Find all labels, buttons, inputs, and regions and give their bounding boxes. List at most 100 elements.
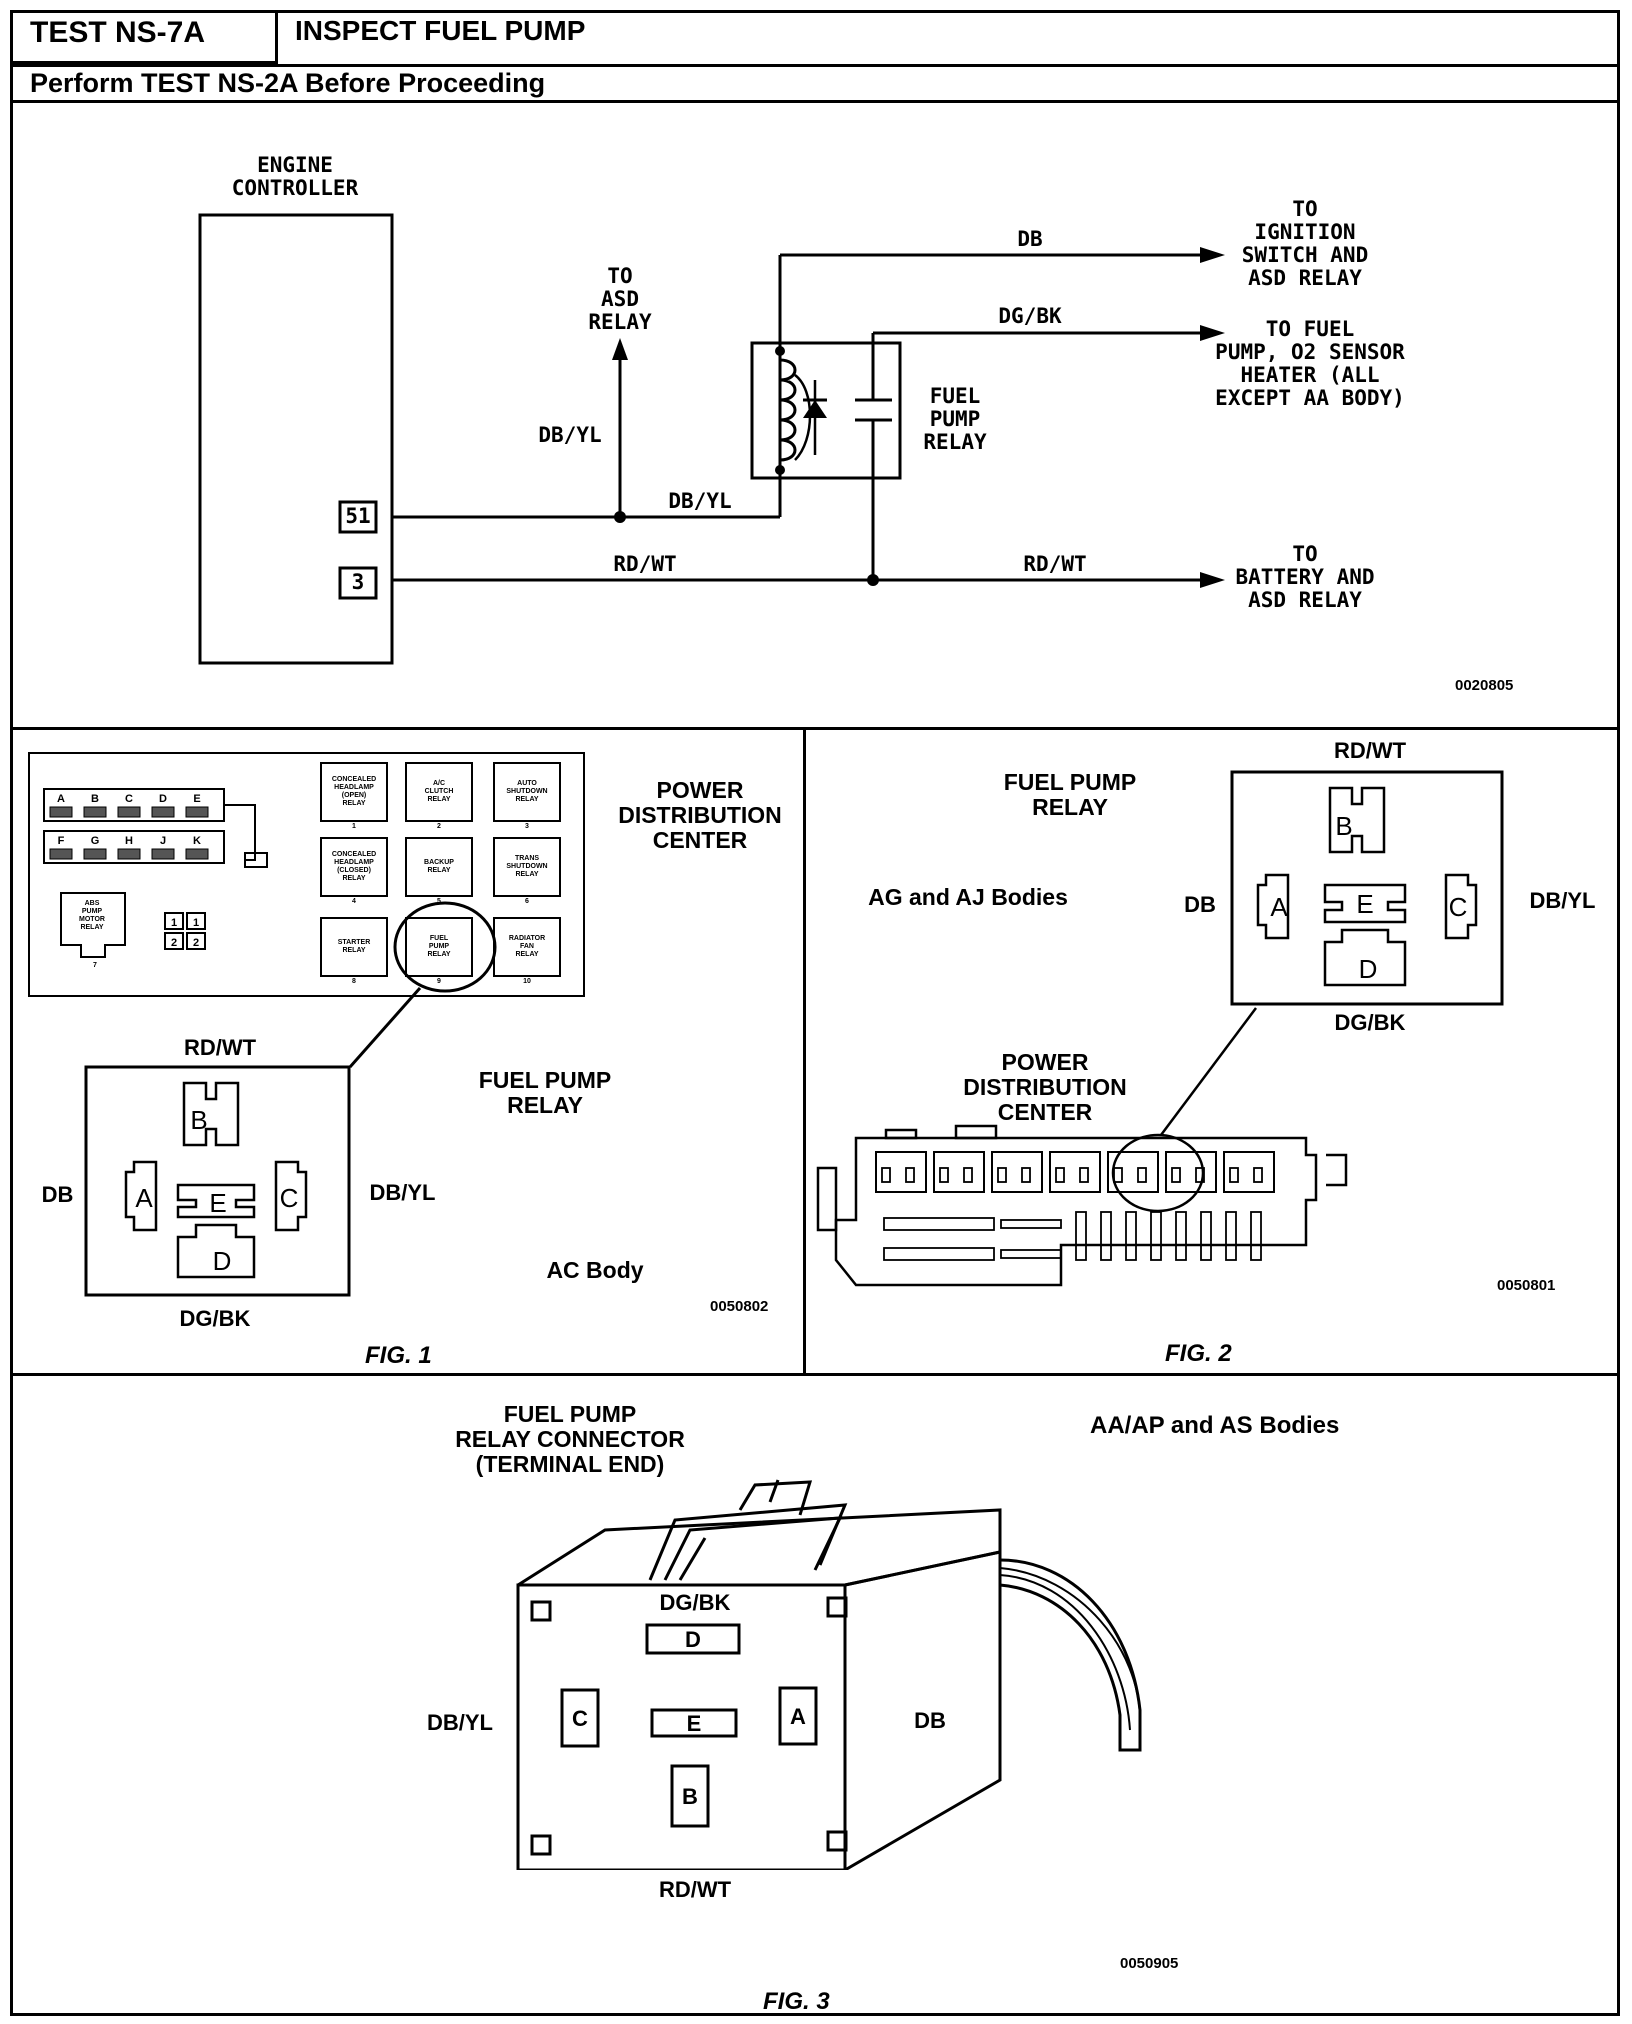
pdc-relay-3: AUTO SHUTDOWN RELAY [493,762,561,822]
svg-text:2: 2 [171,937,177,949]
fig3-bodies-label: AA/AP and AS Bodies [1090,1412,1340,1439]
fuse-letter-a: A [57,793,65,805]
pdc-relay-9: FUEL PUMP RELAY [405,917,473,977]
fig1-pin-c: C [280,1183,299,1213]
fig1-fuel-pump-relay-label: FUEL PUMP RELAY [478,1067,612,1118]
db-yl-horizontal-label: DB/YL [668,489,732,513]
pdc-relay-label: CONCEALED HEADLAMP (OPEN) RELAY [331,776,377,807]
fig2-pdc-label: POWER DISTRIBUTION CENTER [963,1049,1127,1125]
pdc-relay-number: 9 [437,978,441,985]
fuel-pump-relay-box [750,341,902,480]
fig2-rd-wt: RD/WT [1333,738,1407,763]
fig2-bodies-label: AG and AJ Bodies [868,884,1068,910]
pdc-relay-label: TRANS SHUTDOWN RELAY [506,855,548,878]
engine-controller-label: ENGINE CONTROLLER [231,153,359,200]
pdc-relay-6: TRANS SHUTDOWN RELAY [493,837,561,897]
fig3-connector-face [516,1583,847,1870]
fig2-pdc-drawing [816,1007,1348,1287]
fig3-dg-bk: DG/BK [659,1590,731,1615]
fig1-pin-a: A [135,1183,153,1213]
pdc-relay-5: BACKUP RELAY [405,837,473,897]
to-battery-label: TO BATTERY AND ASD RELAY [1235,542,1375,612]
pdc-relay-number: 3 [525,823,529,830]
pdc-relay-number: 5 [437,898,441,905]
fuse-letter-j: J [160,835,166,847]
page-title: INSPECT FUEL PUMP [295,15,586,46]
fig3-pin-e: E [687,1711,702,1736]
svg-text:2: 2 [193,937,199,949]
fig2-fuel-pump-relay-circle [1111,1133,1205,1213]
pdc-relay-label: STARTER RELAY [337,939,371,954]
arrow-up-asd [612,338,628,360]
fig1-pin-e: E [209,1188,226,1218]
pdc-relay-number: 2 [437,823,441,830]
fuse-letter-f: F [58,835,65,847]
abs-relay-num: 7 [93,962,97,969]
pdc-relay-number: 10 [523,978,531,985]
relay-coil [779,358,797,462]
fig-row-divider [10,1373,1620,1376]
test-id: TEST NS-7A [30,16,206,49]
fig3-pin-c: C [572,1706,588,1731]
fig1-db-yl: DB/YL [369,1180,436,1205]
pin-3-box [338,566,378,600]
fig-column-divider [803,728,806,1374]
pdc-relay-label: RADIATOR FAN RELAY [508,935,546,958]
fig1-rd-wt: RD/WT [183,1035,257,1060]
rd-wt-left-label: RD/WT [613,552,677,576]
fig3-caption: FIG. 3 [763,1988,830,2015]
fig2-pin-e: E [1356,889,1373,919]
fig2-pin-c: C [1449,892,1468,922]
db-label: DB [1017,227,1043,251]
fig3-db: DB [914,1708,946,1733]
fuel-pump-relay-label: FUEL PUMP RELAY [923,384,987,454]
fig1-abs-relay: 1 1 2 2 [60,892,206,958]
fig3-ref: 0050905 [1120,1955,1179,1972]
pin-3: 3 [351,570,365,594]
header-divider [10,64,1620,67]
test-id-box [10,10,278,64]
db-yl-vertical-label: DB/YL [538,423,602,447]
svg-text:1: 1 [171,917,177,929]
fig1-pin-d: D [213,1246,232,1276]
schematic-ref: 0020805 [1455,677,1514,694]
fig1-fuse-block: A B C D E F G H J K [43,788,268,868]
fig1-ref: 0050802 [710,1298,769,1315]
arrow-fuel-pump [1200,325,1225,341]
schematic-divider [10,727,1620,730]
pdc-relay-1: CONCEALED HEADLAMP (OPEN) RELAY [320,762,388,822]
fig2-pin-d: D [1359,954,1378,984]
fig1-pdc-label: POWER DISTRIBUTION CENTER [618,777,782,853]
pdc-relay-number: 8 [352,978,356,985]
relay-diode [803,400,827,418]
fig2-caption: FIG. 2 [1165,1340,1232,1367]
fuse-letter-k: K [193,835,201,847]
pdc-relay-number: 6 [525,898,529,905]
fig2-db: DB [1184,892,1216,917]
fig2-pin-b: B [1335,811,1352,841]
engine-controller-box [198,213,394,665]
fig2-relay-detail: B A C E D [1230,770,1504,1006]
page-subtitle: Perform TEST NS-2A Before Proceeding [30,68,546,98]
svg-text:1: 1 [193,917,199,929]
pdc-relay-label: AUTO SHUTDOWN RELAY [506,780,548,803]
fuse-letter-e: E [193,793,200,805]
fig3-connector-drawing: D E C A B [516,1479,1142,1870]
pin-51: 51 [345,504,371,528]
fig3-db-yl: DB/YL [427,1710,493,1735]
fig1-caption: FIG. 1 [365,1342,432,1369]
fig1-body-label: AC Body [546,1257,644,1283]
pdc-relay-label: FUEL PUMP RELAY [427,935,451,958]
fig1-pin-b: B [190,1105,207,1135]
abs-relay-label: ABS PUMP MOTOR RELAY [79,900,105,931]
pin-51-box [338,500,378,534]
fig1-callout [84,901,497,1297]
fuse-letter-g: G [91,835,100,847]
to-ignition-label: TO IGNITION SWITCH AND ASD RELAY [1241,197,1369,290]
fuse-letter-d: D [159,793,167,805]
arrow-ignition [1200,247,1225,263]
fuse-letter-h: H [125,835,133,847]
fuse-letter-c: C [125,793,133,805]
to-asd-relay-label: TO ASD RELAY [588,264,652,334]
fig1-pdc-box [28,752,585,997]
